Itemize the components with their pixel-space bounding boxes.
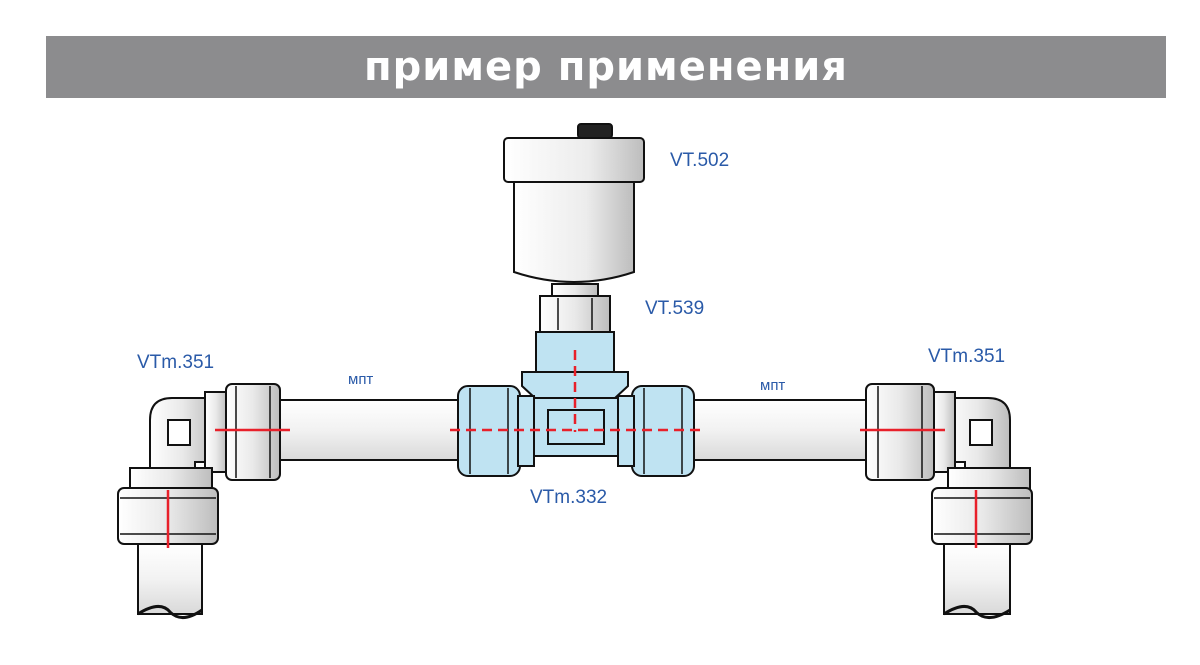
label-tee: VTm.332 <box>530 487 608 508</box>
shutoff-valve <box>539 283 611 333</box>
label-pipe-right: мпт <box>760 377 786 394</box>
axis-lines <box>166 350 978 548</box>
page-title: пример применения <box>364 44 848 90</box>
air-vent <box>503 123 645 283</box>
label-pipe-left: мпт <box>348 371 374 388</box>
label-valve: VT.539 <box>645 298 705 319</box>
label-elbow-left: VTm.351 <box>137 352 215 373</box>
elbow-right <box>865 383 1033 619</box>
elbow-left <box>117 383 281 619</box>
header-banner: пример применения <box>46 36 1166 98</box>
label-vent: VT.502 <box>670 150 730 171</box>
pipe-right <box>687 399 869 461</box>
label-elbow-right: VTm.351 <box>928 346 1006 367</box>
pipe-left <box>279 399 463 461</box>
